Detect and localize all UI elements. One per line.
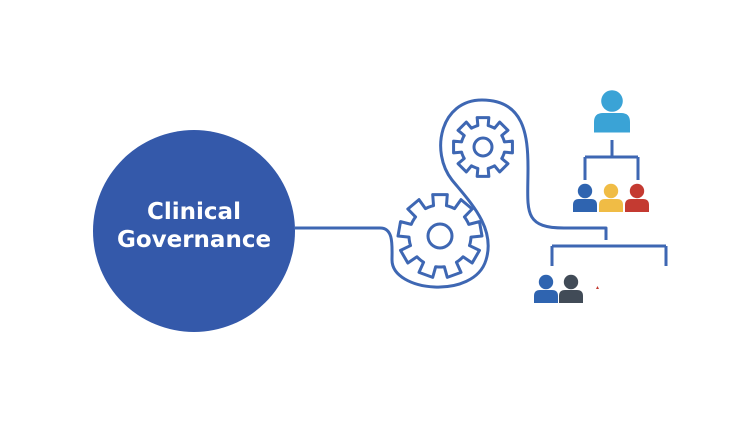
org-chart-lines <box>550 140 668 266</box>
person-icon <box>534 274 558 303</box>
circle-label-line1: Clinical <box>147 199 241 225</box>
person-icon <box>573 183 597 212</box>
marker-dot <box>596 286 599 289</box>
gear-icon <box>452 116 514 178</box>
person-icon <box>594 90 630 133</box>
person-icon <box>599 183 623 212</box>
person-icon <box>559 274 583 303</box>
gear-icon <box>396 193 484 279</box>
person-icon <box>625 183 649 212</box>
circle-label-line2: Governance <box>117 227 271 253</box>
connector-line <box>295 98 608 289</box>
clinical-governance-circle <box>93 130 295 332</box>
